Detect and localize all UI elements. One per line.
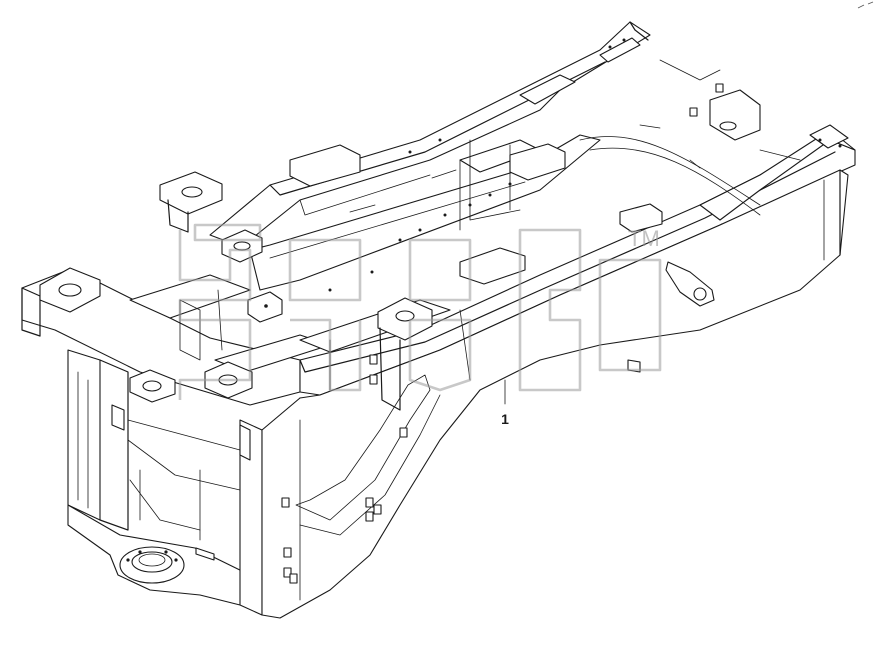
front-frame — [21, 269, 301, 616]
corner-mark — [857, 1, 874, 9]
callout-1: 1 — [501, 379, 509, 427]
side-panel — [261, 169, 849, 619]
mounting-pads — [39, 143, 663, 411]
right-rail — [299, 124, 856, 396]
callout-label: 1 — [501, 411, 509, 427]
watermark-tm: TM — [628, 226, 660, 251]
watermark-logo: TM — [178, 223, 662, 400]
